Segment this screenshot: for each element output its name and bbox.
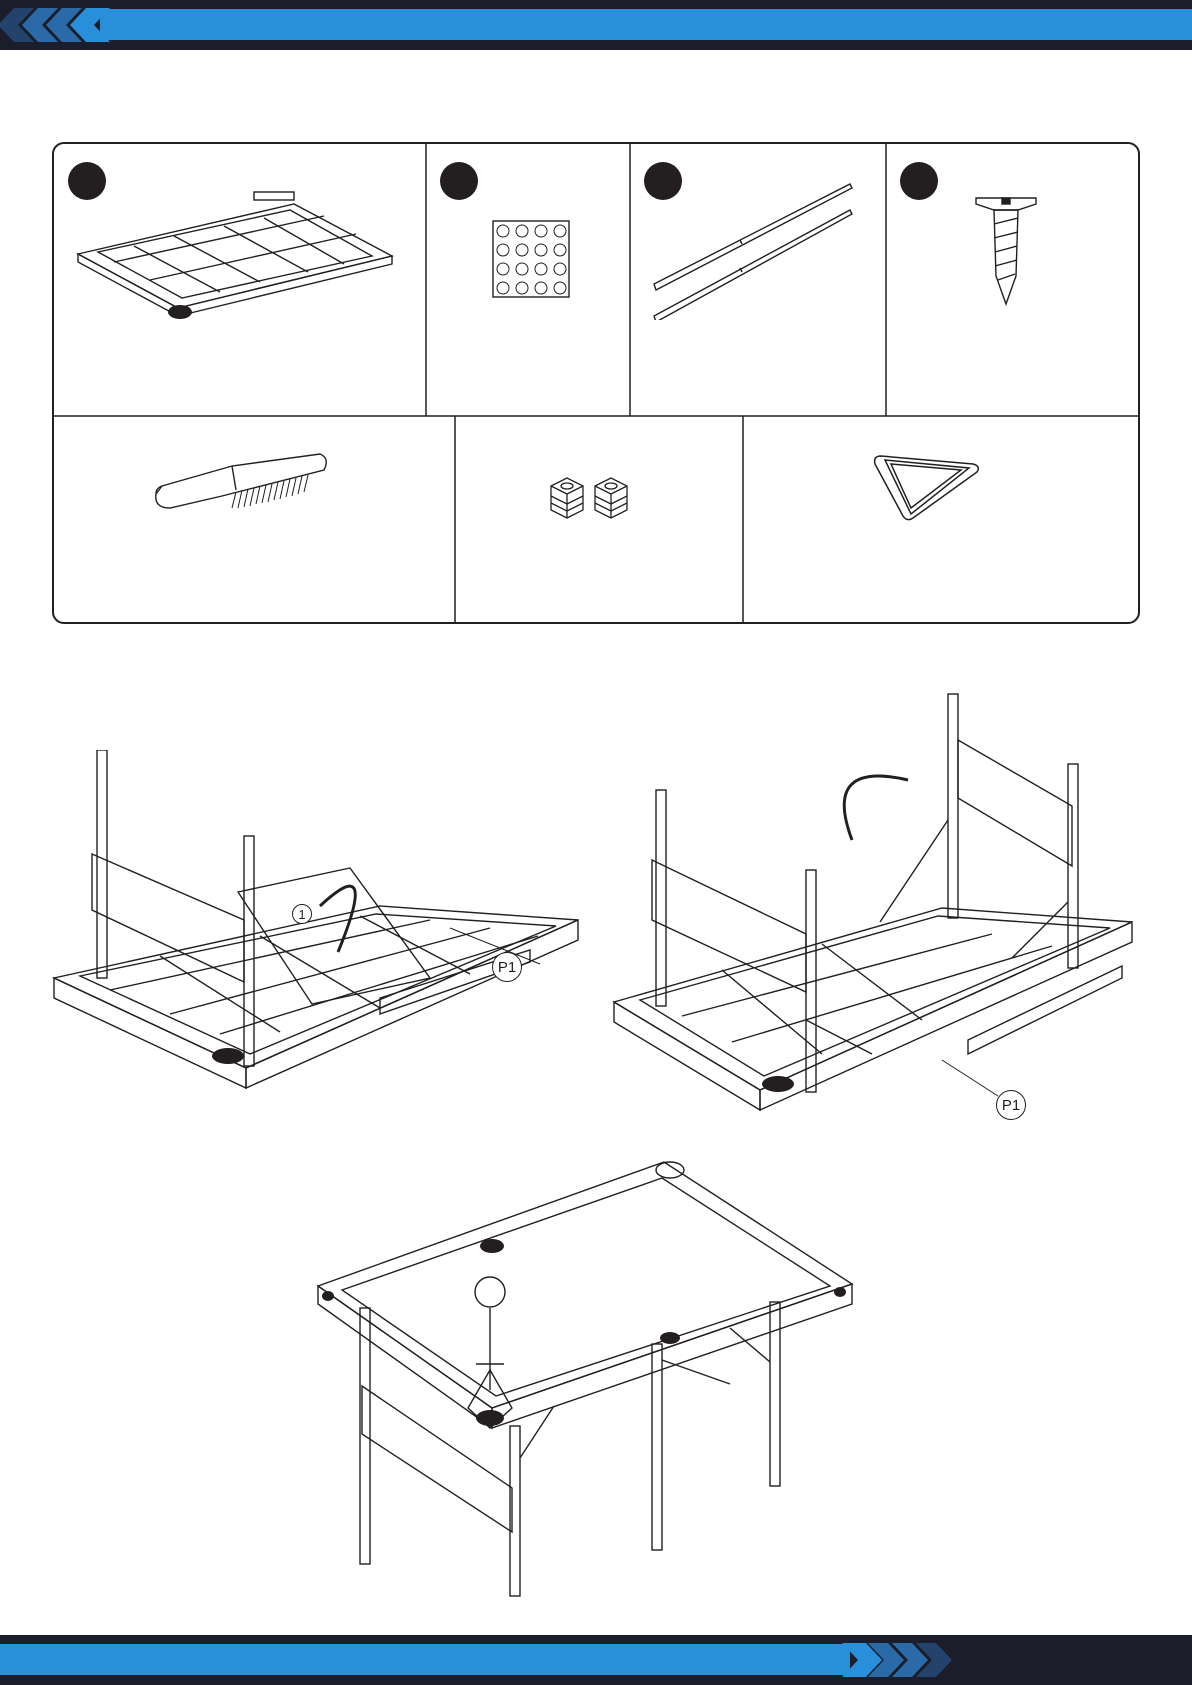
bottom-band bbox=[0, 1635, 1192, 1685]
chalk-block-icon bbox=[492, 220, 572, 300]
step1-diagram: 1 P1 bbox=[50, 750, 590, 1090]
parts-list-panel bbox=[52, 142, 1140, 624]
detail-callout bbox=[475, 1277, 505, 1307]
step3-diagram bbox=[300, 1158, 860, 1598]
table-top-icon bbox=[74, 184, 414, 324]
step2-diagram: P1 bbox=[612, 690, 1142, 1130]
part-cell-brush bbox=[54, 416, 455, 624]
ball-triangle-icon bbox=[873, 452, 983, 526]
corner-pocket-icon bbox=[212, 1048, 244, 1064]
part-callout-p1: P1 bbox=[492, 952, 522, 982]
part-cell-screw bbox=[886, 144, 1140, 416]
top-band bbox=[0, 0, 1192, 50]
part-cell-ball-triangle bbox=[743, 416, 1140, 624]
cue-stick-icon bbox=[650, 180, 870, 320]
screw-icon bbox=[974, 196, 1038, 308]
part-cell-cue-sticks bbox=[630, 144, 886, 416]
part-cell-chalk-pack bbox=[426, 144, 630, 416]
corner-pocket-icon bbox=[762, 1076, 794, 1092]
step-callout: 1 bbox=[292, 904, 312, 924]
part-callout-p1: P1 bbox=[996, 1090, 1026, 1120]
part-cell-table-top bbox=[54, 144, 426, 416]
chalk-cube-icon bbox=[549, 476, 633, 520]
part-badge bbox=[440, 162, 478, 200]
part-cell-chalk-cubes bbox=[455, 416, 743, 624]
part-badge bbox=[900, 162, 938, 200]
brush-icon bbox=[152, 444, 332, 524]
corner-pocket-icon bbox=[168, 305, 192, 319]
